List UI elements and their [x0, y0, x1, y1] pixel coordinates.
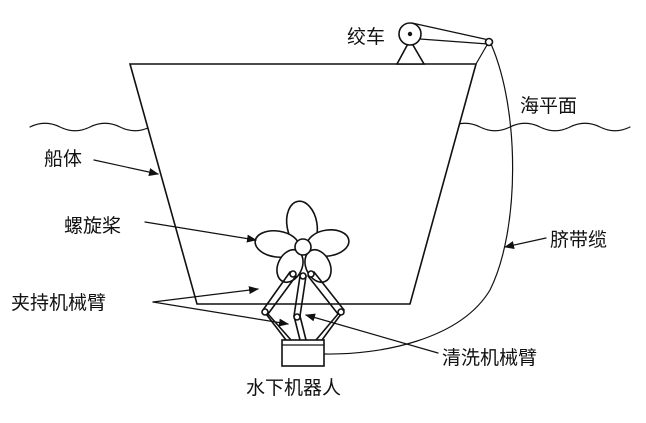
underwater-robot — [281, 339, 325, 367]
winch-label: 绞车 — [347, 26, 385, 48]
cleaning-arm — [293, 272, 307, 341]
clamping-arm-pointer-upper — [152, 286, 259, 303]
ship-hull — [128, 63, 478, 305]
clamping-arm-label: 夹持机械臂 — [11, 292, 106, 314]
propeller-label: 螺旋桨 — [64, 215, 121, 237]
propeller-pointer-arrow — [144, 221, 257, 243]
clamping-arm-left — [261, 270, 297, 341]
hull-pointer-arrow — [93, 159, 159, 176]
clamping-arm-pointer-lower — [152, 301, 289, 327]
umbilical-pointer-arrow — [504, 237, 547, 249]
pulley-support — [475, 44, 488, 65]
sea-surface-line — [29, 122, 631, 132]
hull-label: 船体 — [44, 148, 82, 170]
sea-level-label: 海平面 — [520, 95, 577, 117]
cleaning-arm-pointer-arrow — [305, 313, 439, 354]
clamping-arm-right — [307, 270, 345, 341]
winch-cable-top — [411, 22, 490, 41]
winch-axle — [407, 31, 413, 37]
winch-cable-bottom — [419, 38, 489, 45]
underwater-robot-label: 水下机器人 — [246, 377, 341, 399]
winch-base — [395, 38, 426, 65]
cleaning-arm-label: 清洗机械臂 — [442, 347, 537, 369]
umbilical-cable — [323, 43, 514, 355]
umbilical-label: 脐带缆 — [550, 229, 607, 251]
